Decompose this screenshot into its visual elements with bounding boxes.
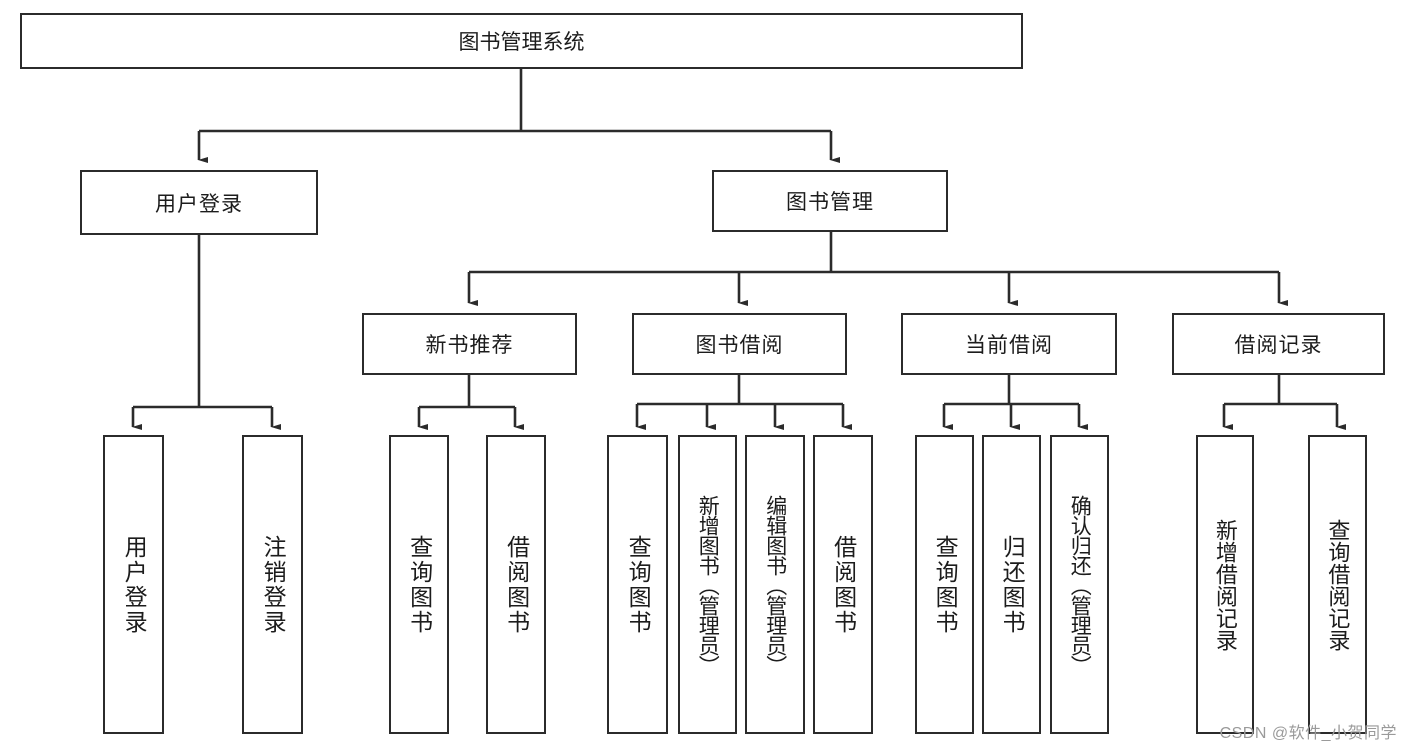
node-label: 图书管理 [786,191,874,214]
leaf-record-query-record[interactable]: 查询借阅记录 [1308,435,1367,734]
leaf-user-login-logout[interactable]: 注销登录 [242,435,303,734]
watermark: CSDN @软件_小贺同学 [1219,725,1397,742]
leaf-label: 查询图书 [625,534,652,635]
leaf-label: 用户登录 [121,534,148,635]
node-label: 图书管理系统 [458,31,585,54]
node-label: 新书推荐 [425,334,514,357]
leaf-label: 借阅图书 [503,534,530,635]
leaf-borrow-borrow-book[interactable]: 借阅图书 [813,435,873,734]
leaf-label: 查询图书 [406,534,433,635]
node-label: 用户登录 [155,192,243,216]
leaf-record-add-record[interactable]: 新增借阅记录 [1196,435,1254,734]
leaf-label: 新增借阅记录 [1212,518,1238,651]
leaf-current-query-book[interactable]: 查询图书 [915,435,974,734]
leaf-recommend-borrow-book[interactable]: 借阅图书 [486,435,546,734]
leaf-label: 注销登录 [260,534,287,635]
leaf-borrow-query-book[interactable]: 查询图书 [607,435,668,734]
node-borrow-record[interactable]: 借阅记录 [1172,313,1385,375]
leaf-current-return-book[interactable]: 归还图书 [982,435,1041,734]
leaf-user-login-login[interactable]: 用户登录 [103,435,164,734]
leaf-label: 借阅图书 [830,534,857,635]
leaf-borrow-edit-book-admin[interactable]: 编辑图书（管理员） [745,435,805,734]
node-user-login[interactable]: 用户登录 [80,170,318,235]
leaf-label: 确认归还（管理员） [1068,494,1092,675]
leaf-borrow-add-book-admin[interactable]: 新增图书（管理员） [678,435,737,734]
leaf-recommend-query-book[interactable]: 查询图书 [389,435,449,734]
node-label: 图书借阅 [695,334,784,357]
node-new-book-recommend[interactable]: 新书推荐 [362,313,577,375]
node-label: 当前借阅 [965,334,1053,357]
leaf-current-confirm-return-admin[interactable]: 确认归还（管理员） [1050,435,1109,734]
leaf-label: 新增图书（管理员） [696,494,720,675]
node-root-system[interactable]: 图书管理系统 [20,13,1023,69]
node-current-borrow[interactable]: 当前借阅 [901,313,1117,375]
leaf-label: 查询借阅记录 [1325,518,1351,651]
node-label: 借阅记录 [1234,334,1323,357]
leaf-label: 查询图书 [932,534,959,635]
leaf-label: 编辑图书（管理员） [763,494,787,675]
node-book-borrow[interactable]: 图书借阅 [632,313,847,375]
leaf-label: 归还图书 [999,534,1026,635]
node-book-management[interactable]: 图书管理 [712,170,948,232]
